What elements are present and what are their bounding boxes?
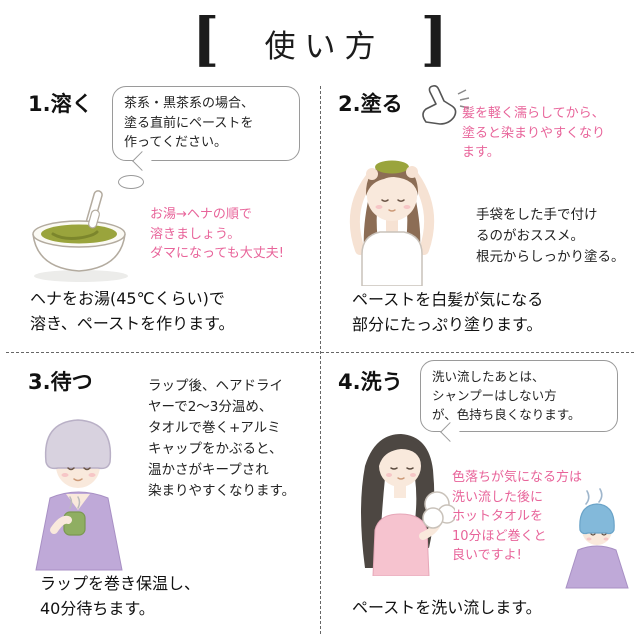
step4-caption: ペーストを洗い流します。	[352, 598, 542, 617]
applying-woman-illustration	[332, 138, 452, 290]
step1-bubble-tail-blob	[118, 175, 144, 189]
step3-heading: 3.待つ	[28, 370, 93, 394]
page-title: [ 使い方 ]	[0, 8, 640, 78]
left-bracket-decoration: [	[192, 5, 220, 73]
woman-applying-paste-icon	[349, 160, 435, 287]
step4-tip-text: 色落ちが気になる方は 洗い流した後に ホットタオルを 10分ほど巻くと 良いです…	[452, 470, 583, 563]
hot-towel-person-illustration	[558, 488, 636, 596]
step1-heading: 1.溶く	[28, 92, 93, 116]
person-with-hot-towel-cap-icon	[565, 488, 629, 589]
washing-woman-illustration	[345, 418, 457, 580]
step4-speech-bubble: 洗い流したあとは、 シャンプーはしない方 が、色持ち良くなります。	[420, 360, 618, 433]
waiting-woman-illustration	[20, 406, 142, 578]
step1-tip-text: お湯→ヘナの順で 溶きましょう。 ダマになっても大丈夫!	[150, 207, 284, 261]
step1-caption: ヘナをお湯(45℃くらい)で 溶き、ペーストを作ります。	[30, 289, 235, 333]
step2-caption: ペーストを白髪が気になる 部分にたっぷり塗ります。	[352, 290, 544, 334]
step1-bubble-text: 茶系・黒茶系の場合、 塗る直前にペーストを 作ってください。	[124, 96, 255, 150]
bowl-illustration	[18, 190, 140, 288]
woman-with-cap-icon	[35, 419, 123, 571]
page-title-text: 使い方	[264, 28, 385, 65]
bowl-with-paste-icon	[32, 190, 128, 282]
step2-heading: 2.塗る	[338, 92, 403, 116]
right-bracket-decoration: ]	[420, 5, 448, 73]
step2-tip-text: 髪を軽く濡らしてから、 塗ると染まりやすくなり ます。	[462, 106, 606, 160]
step4-heading: 4.洗う	[338, 370, 403, 394]
pointing-hand	[416, 84, 474, 130]
step4-bubble-text: 洗い流したあとは、 シャンプーはしない方 が、色持ち良くなります。	[432, 369, 581, 422]
step3-caption: ラップを巻き保温し、 40分待ちます。	[40, 574, 201, 618]
step2-note-text: 手袋をした手で付け るのがおススメ。 根元からしっかり塗る。	[476, 207, 625, 265]
woman-with-towel-icon	[361, 434, 457, 577]
pointing-hand-icon	[422, 85, 470, 125]
vertical-dashed-divider	[320, 86, 321, 634]
step3-note-text: ラップ後、ヘアドライ ヤーで2〜3分温め、 タオルで巻く+アルミ キャップをかぶ…	[148, 378, 296, 499]
step1-speech-bubble: 茶系・黒茶系の場合、 塗る直前にペーストを 作ってください。	[112, 86, 300, 161]
